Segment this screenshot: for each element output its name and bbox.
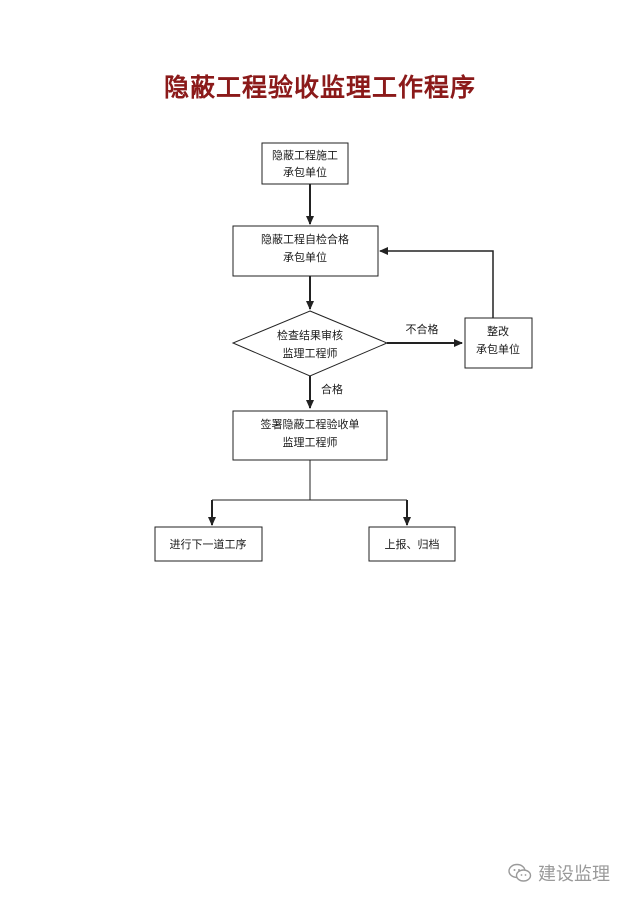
page-title: 隐蔽工程验收监理工作程序: [163, 73, 476, 102]
node-sign-line1: 签署隐蔽工程验收单: [261, 417, 360, 431]
node-sign-line2: 监理工程师: [283, 436, 338, 449]
arrow-rectify-to-selfcheck: [379, 247, 494, 318]
node-review-line1: 检查结果审核: [277, 328, 343, 342]
node-contractor-construct: 隐蔽工程施工 承包单位: [261, 142, 349, 185]
edge-label-pass: 合格: [321, 382, 343, 396]
node-self-check-line1: 隐蔽工程自检合格: [261, 232, 349, 246]
node-self-check-line2: 承包单位: [283, 250, 327, 264]
node-review-decision: 检查结果审核 监理工程师: [231, 310, 389, 377]
edge-label-fail: 不合格: [406, 322, 439, 336]
node-self-check: 隐蔽工程自检合格 承包单位: [232, 225, 379, 277]
wechat-icon: [508, 863, 532, 883]
node-rectify: 整改 承包单位: [464, 317, 533, 369]
node-contractor-construct-line2: 承包单位: [283, 165, 327, 179]
node-next-process: 进行下一道工序: [154, 526, 263, 562]
node-contractor-construct-line1: 隐蔽工程施工: [272, 149, 338, 162]
node-report-archive-label: 上报、归档: [385, 537, 440, 551]
watermark-text: 建设监理: [538, 864, 610, 885]
node-report-archive: 上报、归档: [368, 526, 456, 562]
node-rectify-line2: 承包单位: [476, 342, 520, 356]
node-rectify-line1: 整改: [487, 324, 509, 338]
watermark: 建设监理: [508, 862, 610, 885]
node-review-line2: 监理工程师: [283, 347, 338, 360]
node-next-process-label: 进行下一道工序: [170, 537, 247, 551]
node-sign: 签署隐蔽工程验收单 监理工程师: [232, 410, 388, 461]
